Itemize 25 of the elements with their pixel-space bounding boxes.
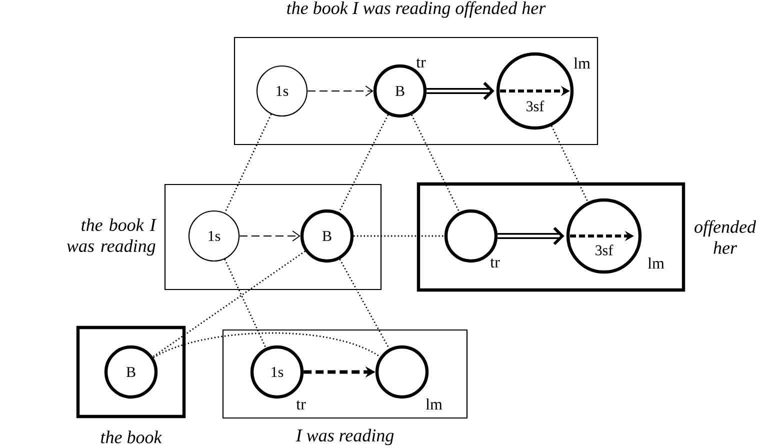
heading: the book [101,430,162,444]
dotted-line [411,114,460,212]
circle-label: 3sf [596,244,614,256]
dotted-line [354,235,444,237]
dotted-line [339,258,390,350]
dotted-line [550,126,588,202]
role-label: lm [426,398,442,410]
role-label: lm [574,57,590,69]
heading: I was reading [296,428,394,446]
role-label: tr [490,258,500,268]
arrow [307,86,374,96]
heading: the book I was reading offended her [287,1,546,18]
circle-label: 3sf [526,100,544,112]
dotted-line [338,114,389,213]
role-label: tr [296,400,306,410]
arrow [239,230,300,242]
dotted-line [153,332,380,358]
double-arrow [426,82,494,100]
dotted-line [224,258,266,348]
heading: offended her [694,220,756,254]
double-arrow [498,226,564,246]
role-label: lm [648,257,664,269]
heading: the book I was reading [66,218,156,256]
dotted-line [152,250,306,358]
dotted-line [224,114,272,214]
